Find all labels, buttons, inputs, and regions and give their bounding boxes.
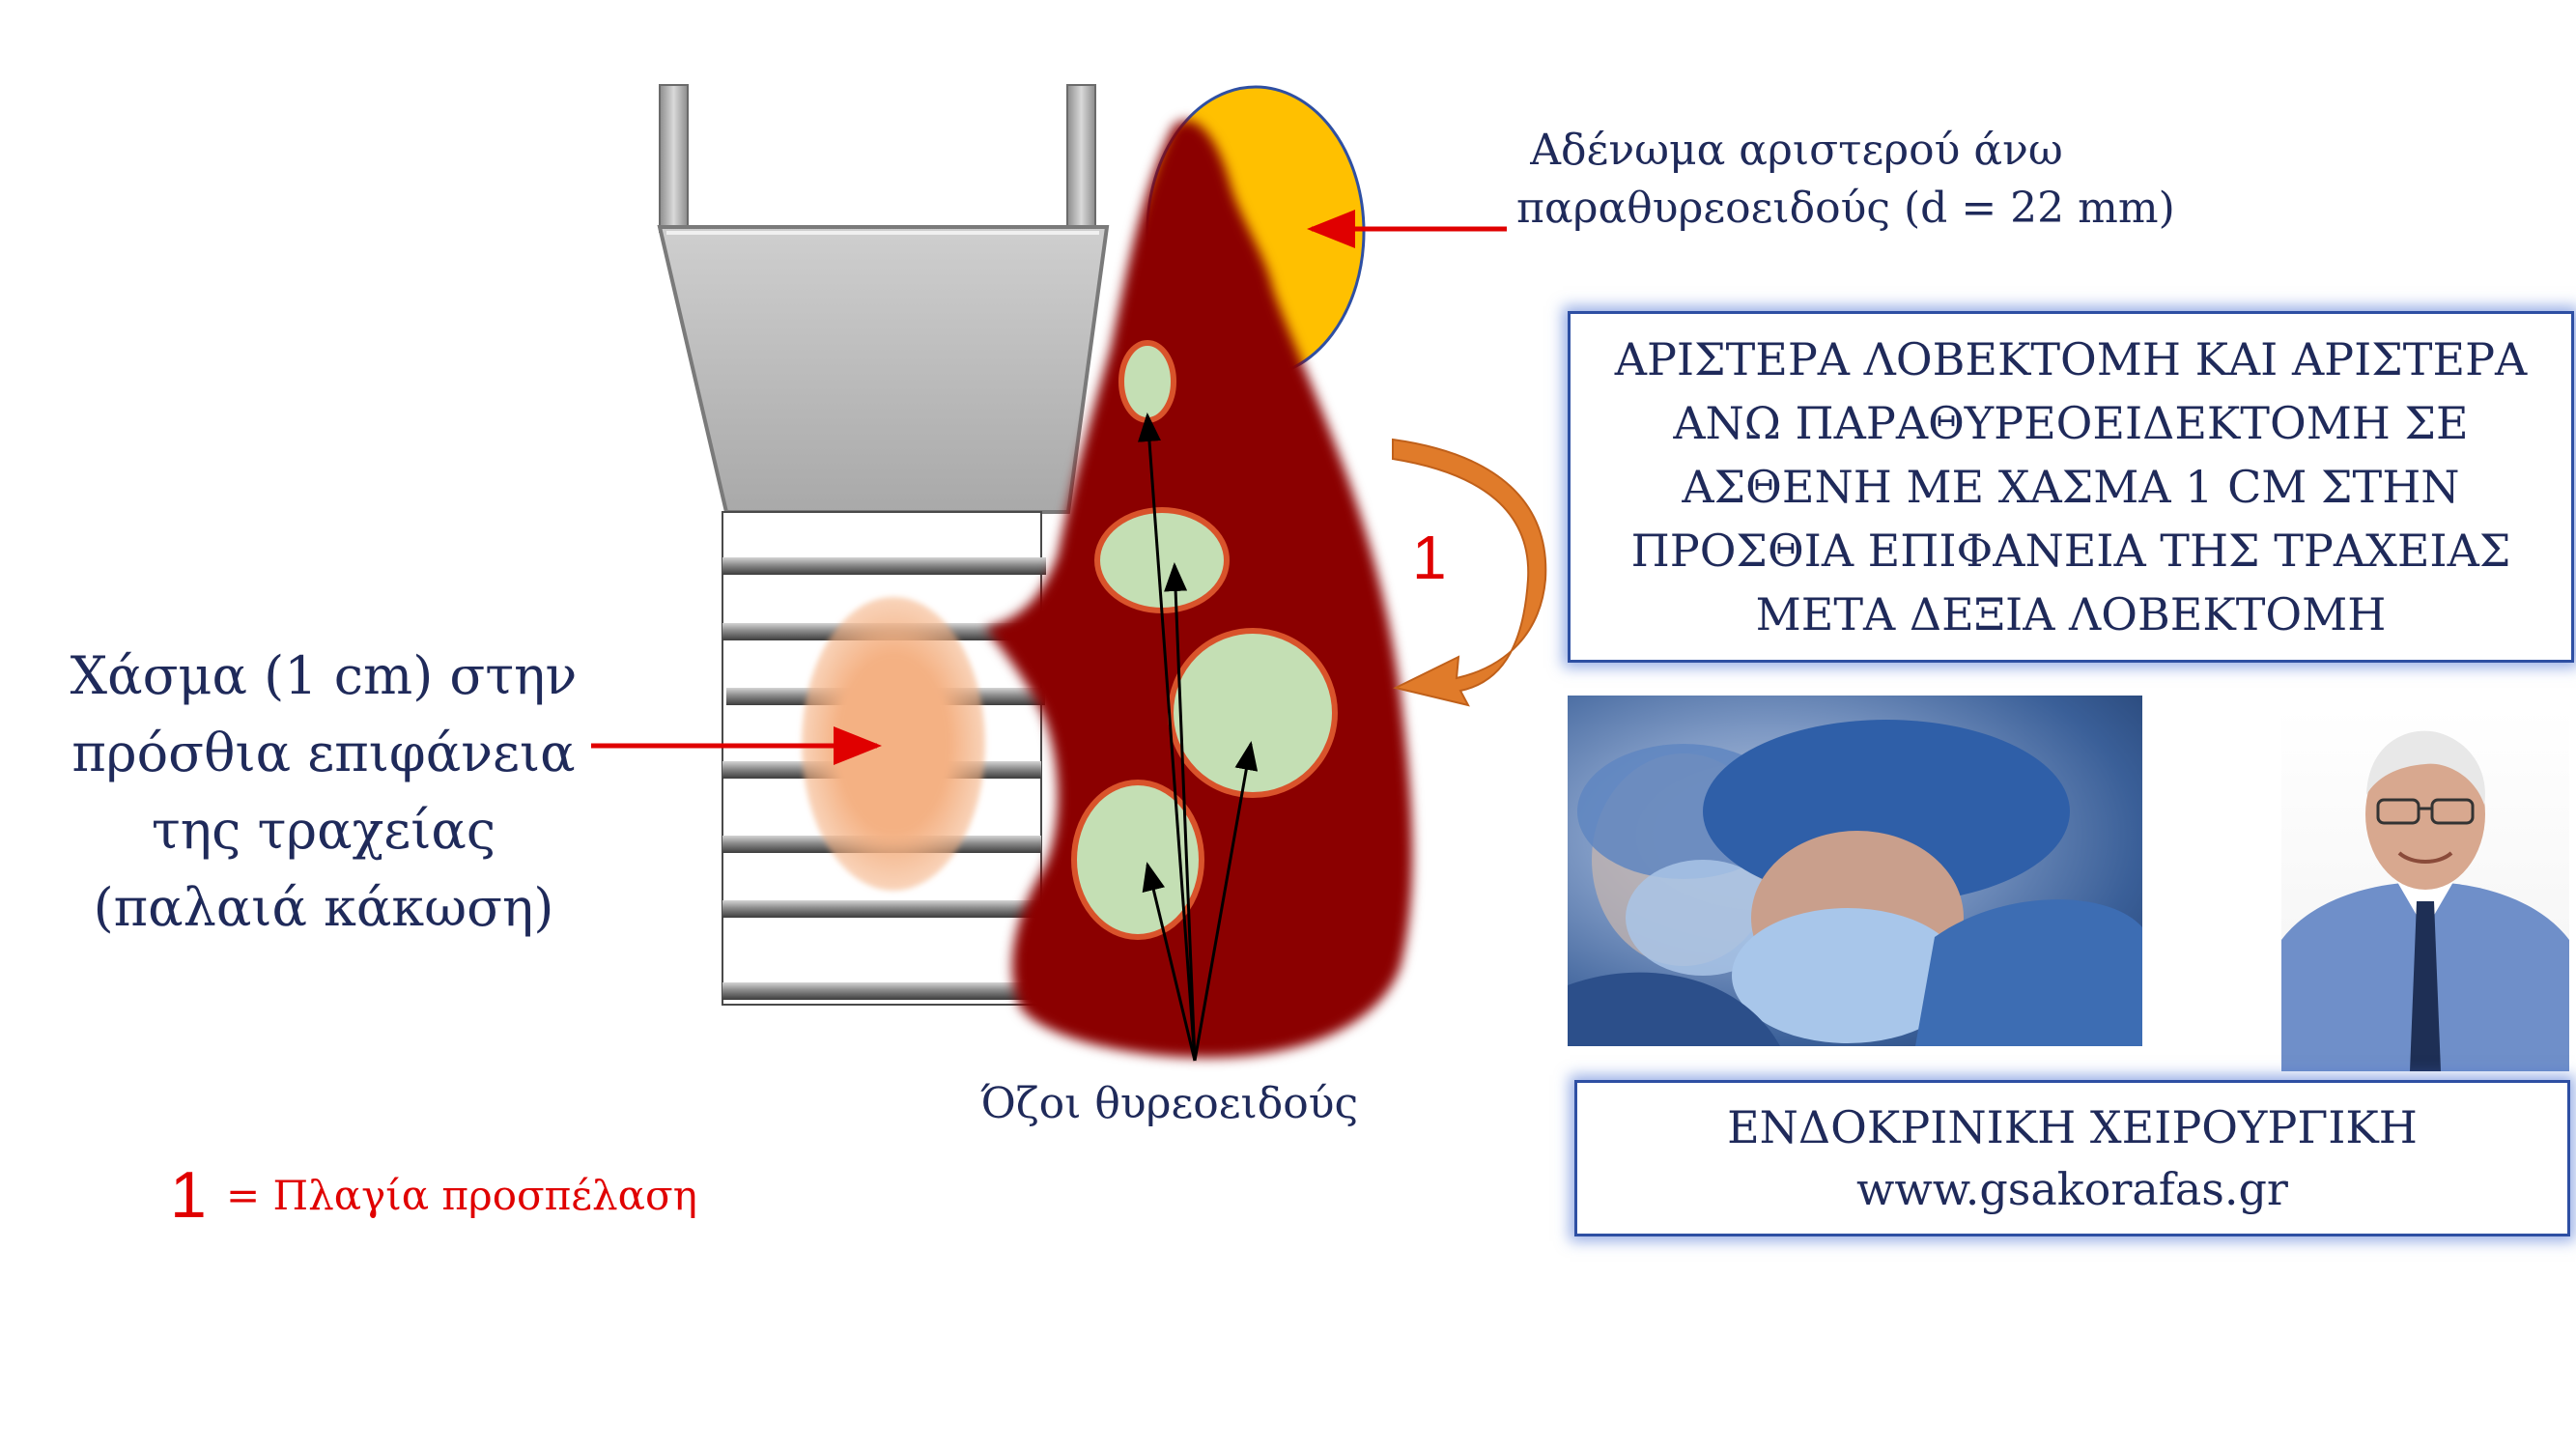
footer-box-text: ΕΝΔΟΚΡΙΝΙΚΗ ΧΕΙΡΟΥΡΓΙΚΗ www.gsakorafas.g…: [1727, 1096, 2418, 1220]
nodule-pointers: [1138, 412, 1259, 1062]
tracheal-gap: [802, 597, 985, 891]
thyroid-nodule: [1168, 628, 1338, 798]
adenoma-label-line: παραθυρεοειδούς (d = 22 mm): [1516, 184, 2175, 233]
trachea: [722, 511, 1046, 1006]
title-box: ΑΡΙΣΤΕΡΑ ΛΟΒΕΚΤΟΜΗ ΚΑΙ ΑΡΙΣΤΕΡΑ ΑΝΩ ΠΑΡΑ…: [1568, 311, 2574, 663]
gap-label-line: πρόσθια επιφάνεια: [71, 723, 576, 783]
tracheal-ring: [722, 557, 1046, 575]
larynx-funnel: [657, 84, 1110, 514]
nodules-label: Όζοι θυρεοειδούς: [980, 1079, 1359, 1128]
thyroid-nodule: [1071, 780, 1204, 940]
thyroid-nodule: [1118, 340, 1176, 423]
tracheal-ring: [722, 982, 1041, 1000]
title-line: ΑΡΙΣΤΕΡΑ ΛΟΒΕΚΤΟΜΗ ΚΑΙ ΑΡΙΣΤΕΡΑ: [1614, 333, 2528, 385]
legend-number: 1: [170, 1158, 207, 1232]
lateral-approach-arrow: [1392, 438, 1547, 707]
adenoma-label-line: Αδένωμα αριστερού άνω: [1530, 126, 2063, 175]
footer-box: ΕΝΔΟΚΡΙΝΙΚΗ ΧΕΙΡΟΥΡΓΙΚΗ www.gsakorafas.g…: [1574, 1080, 2570, 1236]
legend-text: = Πλαγία προσπέλαση: [226, 1172, 697, 1219]
gap-label-line: Χάσμα (1 cm) στην: [70, 645, 578, 706]
tracheal-ring: [722, 900, 1041, 918]
title-line: ΜΕΤΑ ΔΕΞΙΑ ΛΟΒΕΚΤΟΜΗ: [1755, 588, 2387, 640]
thyroid-nodules: [1071, 340, 1338, 940]
gap-label-line: (παλαιά κάκωση): [93, 877, 554, 938]
footer-url[interactable]: www.gsakorafas.gr: [1856, 1163, 2288, 1215]
gap-label: Χάσμα (1 cm) στην πρόσθια επιφάνεια της …: [29, 638, 618, 947]
title-line: ΑΣΘΕΝΗ ΜΕ ΧΑΣΜΑ 1 CM ΣΤΗΝ: [1682, 461, 2460, 513]
gap-label-line: της τραχείας: [151, 800, 496, 861]
title-box-text: ΑΡΙΣΤΕΡΑ ΛΟΒΕΚΤΟΜΗ ΚΑΙ ΑΡΙΣΤΕΡΑ ΑΝΩ ΠΑΡΑ…: [1615, 327, 2528, 646]
footer-title: ΕΝΔΟΚΡΙΝΙΚΗ ΧΕΙΡΟΥΡΓΙΚΗ: [1727, 1101, 2418, 1153]
title-line: ΑΝΩ ΠΑΡΑΘΥΡΕΟΕΙΔΕΚΤΟΜΗ ΣΕ: [1673, 397, 2469, 449]
portrait-photo: [2281, 708, 2569, 1071]
surgeons-photo: [1568, 696, 2142, 1046]
approach-number: 1: [1412, 523, 1447, 592]
adenoma-label: Αδένωμα αριστερού άνω παραθυρεοειδούς (d…: [1516, 122, 2175, 238]
title-line: ΠΡΟΣΘΙΑ ΕΠΙΦΑΝΕΙΑ ΤΗΣ ΤΡΑΧΕΙΑΣ: [1630, 525, 2511, 577]
